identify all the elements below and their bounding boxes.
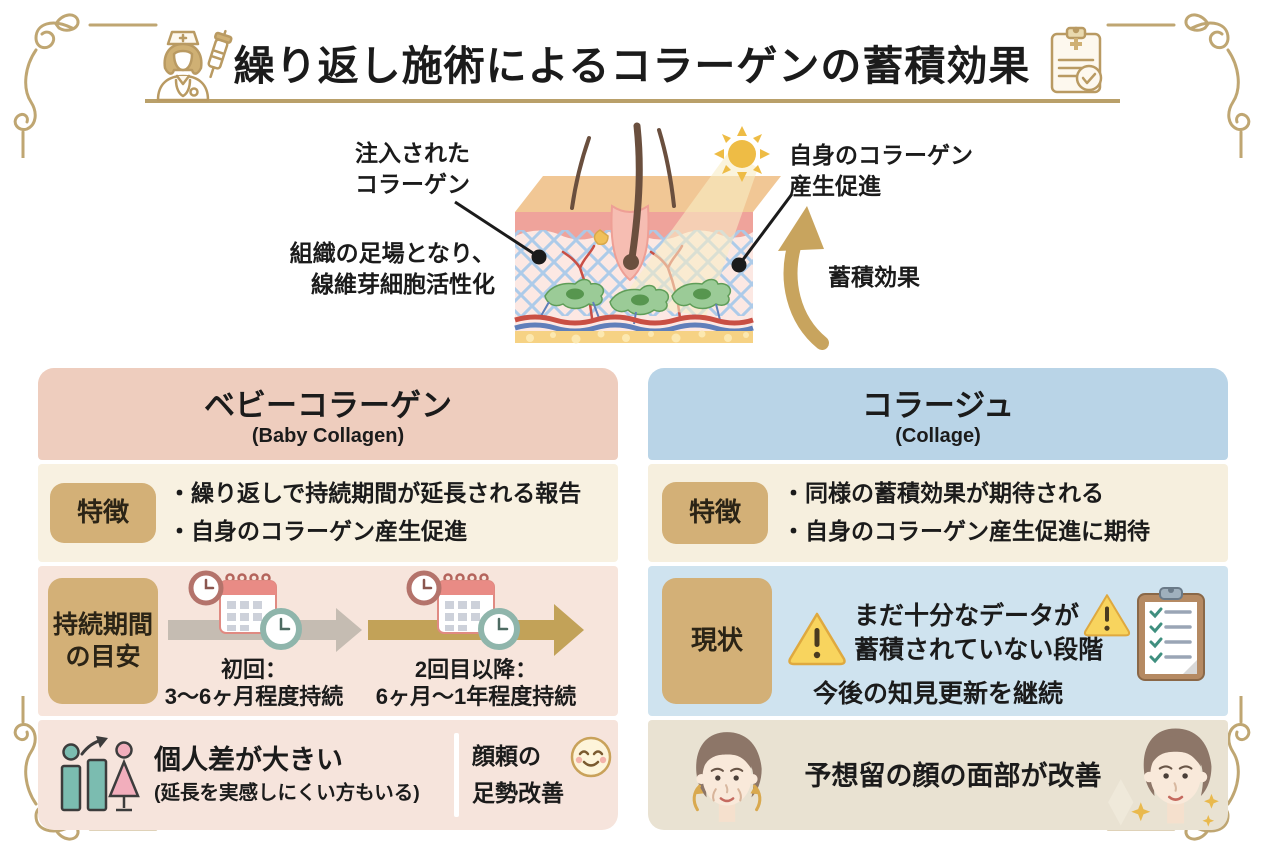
second-arrow-head [554,604,584,656]
first-arrow-head [336,608,362,652]
smiley-icon [570,736,612,778]
baby-collagen-features-row: 特徴 ・繰り返しで持続期間が延長される報告 ・自身のコラーゲン産生促進 [38,464,618,562]
baby-collagen-subtitle: (Baby Collagen) [251,425,405,447]
feature-item: ・繰り返しで持続期間が延長される報告 [168,480,582,506]
corner-flourish-icon [13,13,158,158]
clipboard-check-icon [1050,26,1103,94]
clock-icon [188,570,224,606]
feature-item: ・自身のコラーゲン産生促進に期待 [782,517,1150,544]
collage-note-row: 予想留の顔の面部が改善 [648,720,1228,830]
checklist-clipboard-icon [1137,587,1205,681]
label-injected-collagen: 注入された コラーゲン [355,140,470,198]
calendar-icon [437,573,495,634]
baby-collagen-header: ベビーコラーゲン (Baby Collagen) [38,368,618,460]
features-tag: 特徴 [662,482,768,544]
status-followup-text: 今後の知見更新を継続 [812,680,1063,708]
duration-tag: 持続期間 の目安 [48,578,158,704]
clock-icon [478,608,520,650]
improved-face-icon [1108,728,1219,827]
collage-title: コラージュ [861,388,1015,423]
individual-difference-icon [60,736,140,812]
baby-collagen-note-row: 個人差が大きい (延長を実感しにくい方もいる) 顔頼の 足勢改善 [38,720,618,830]
label-self-collagen-production: 自身のコラーゲン 産生促進 [789,142,973,200]
feature-item: ・同様の蓄積効果が期待される [782,480,1104,506]
baby-collagen-panel: ベビーコラーゲン (Baby Collagen) 特徴 ・繰り返しで持続期間が延… [38,368,618,830]
title-underline [145,99,1120,103]
note-right-text: 顔頼の 足勢改善 [472,743,564,806]
corner-flourish-icon [1106,13,1251,158]
collage-note-text: 予想留の顔の面部が改善 [804,761,1102,791]
baby-collagen-duration-row: 持続期間 の目安 初回： 3〜6ヶ月程度持続 [38,566,618,716]
first-session-title: 初回： [220,657,287,682]
collage-panel: コラージュ (Collage) 特徴 ・同様の蓄積効果が期待される ・自身のコラ… [648,368,1228,830]
features-tag: 特徴 [50,483,156,543]
nurse-icon [156,29,233,102]
warning-icon [788,612,846,666]
clock-icon [406,570,442,606]
calendar-icon [219,573,277,634]
aged-face-icon [692,732,762,822]
label-tissue-scaffold: 組織の足場となり、 線維芽細胞活性化 [289,240,495,298]
collage-subtitle: (Collage) [895,425,981,447]
status-tag: 現状 [662,578,772,704]
collage-header: コラージュ (Collage) [648,368,1228,460]
label-accumulation-effect: 蓄積効果 [828,264,920,290]
first-session-value: 3〜6ヶ月程度持続 [164,684,344,709]
note-divider [454,733,459,817]
collage-status-row: 現状 まだ十分なデータが 蓄積されていない段階 [648,566,1228,716]
clock-icon [260,608,302,650]
status-text: まだ十分なデータが 蓄積されていない段階 [854,602,1104,664]
repeat-session-title: 2回目以降： [414,657,538,682]
warning-icon [1083,594,1131,637]
collage-features-row: 特徴 ・同様の蓄積効果が期待される ・自身のコラーゲン産生促進に期待 [648,464,1228,562]
note-main-text: 個人差が大きい [154,745,343,775]
feature-item: ・自身のコラーゲン産生促進 [168,517,467,544]
note-sub-text: (延長を実感しにくい方もいる) [154,782,420,804]
skin-diagram [454,122,829,350]
page-title: 繰り返し施術によるコラーゲンの蓄積効果 [233,43,1031,89]
baby-collagen-title: ベビーコラーゲン [204,388,452,423]
repeat-session-value: 6ヶ月〜1年程度持続 [375,684,577,709]
